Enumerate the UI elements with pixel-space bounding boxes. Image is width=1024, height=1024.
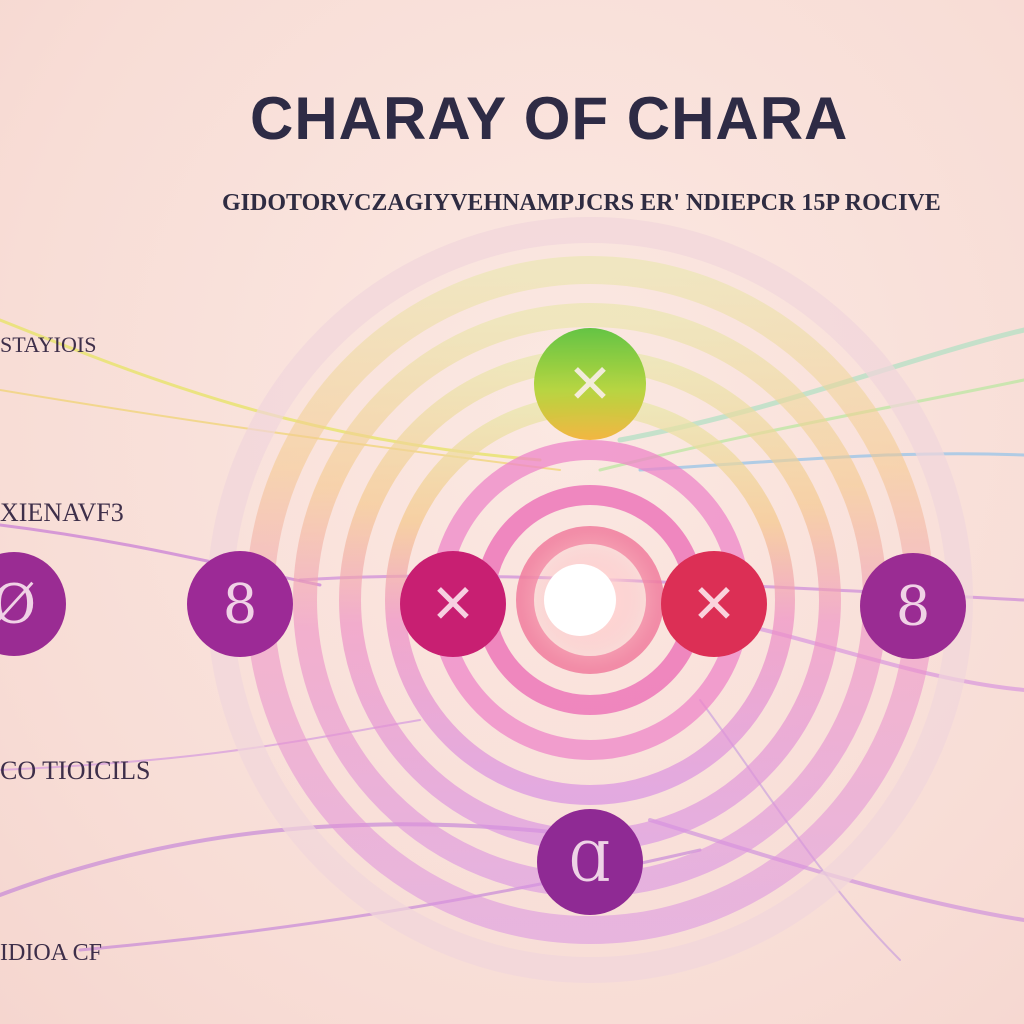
node-left-inner: 8 <box>187 551 293 657</box>
node-glyph: Ɑ <box>569 831 611 894</box>
node-glyph: ✕ <box>691 573 736 636</box>
side-label-4: IDIOA CF <box>0 940 103 966</box>
node-top-green: ✕ <box>534 328 646 440</box>
node-right: 8 <box>860 553 966 659</box>
side-label-3: CO TIOICILS <box>0 756 151 785</box>
node-center-right: ✕ <box>661 551 767 657</box>
flow-line <box>0 318 542 462</box>
node-glyph: 8 <box>223 573 257 636</box>
node-glyph: Ø <box>0 573 36 636</box>
side-label-1: STAYIOIS <box>0 332 97 357</box>
node-bottom: Ɑ <box>537 809 643 915</box>
node-center-left: ✕ <box>400 551 506 657</box>
node-glyph: 8 <box>896 575 930 638</box>
center-core <box>544 564 616 636</box>
diagram-subtitle: GIDOTORVCZAGIYVEHNAMPJCRS ER' NDIEPCR 15… <box>222 190 941 216</box>
node-glyph: ✕ <box>430 573 475 636</box>
node-left-edge: Ø <box>0 552 66 656</box>
side-label-2: XIENAVF3 <box>0 498 124 527</box>
node-glyph: ✕ <box>567 353 612 416</box>
diagram-title: CHARAY OF CHARA <box>250 85 849 152</box>
